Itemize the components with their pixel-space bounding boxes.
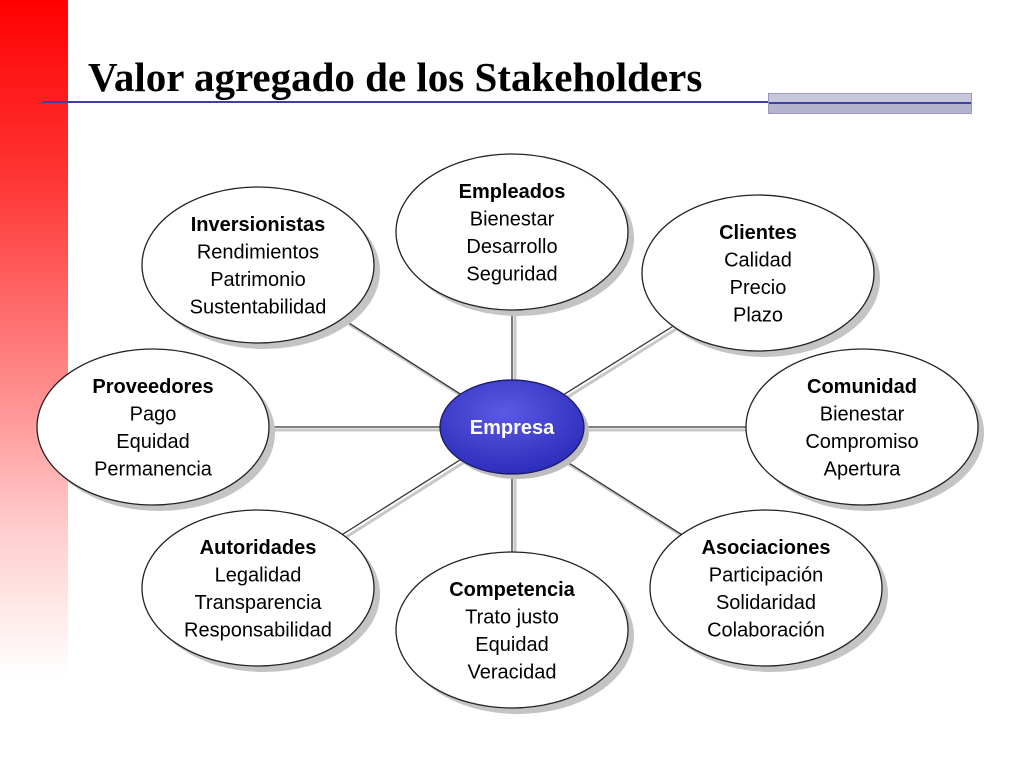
page-title: Valor agregado de los Stakeholders <box>88 54 703 100</box>
stakeholder-value: Precio <box>730 277 787 299</box>
stakeholder-value: Compromiso <box>805 431 918 453</box>
stakeholder-name: Autoridades <box>200 537 317 559</box>
stakeholder-value: Seguridad <box>466 263 557 285</box>
stakeholder-value: Calidad <box>724 249 792 271</box>
stakeholder-nodes: EmpleadosBienestarDesarrolloSeguridadInv… <box>36 153 984 714</box>
stakeholder-name: Comunidad <box>807 376 917 398</box>
stakeholder-value: Desarrollo <box>466 236 557 258</box>
stakeholder-value: Apertura <box>824 458 902 480</box>
stakeholder-name: Clientes <box>719 222 797 244</box>
stakeholder-value: Equidad <box>116 431 189 453</box>
stakeholder-value: Solidaridad <box>716 592 816 614</box>
node-inversionistas: InversionistasRendimientosPatrimonioSust… <box>141 186 380 349</box>
node-autoridades: AutoridadesLegalidadTransparenciaRespons… <box>141 509 380 672</box>
node-ellipse <box>36 348 270 506</box>
stakeholder-value: Equidad <box>475 634 548 656</box>
stakeholder-value: Bienestar <box>470 208 555 230</box>
stakeholder-value: Sustentabilidad <box>190 296 327 318</box>
stakeholder-value: Patrimonio <box>210 269 306 291</box>
stakeholder-value: Colaboración <box>707 619 825 641</box>
stakeholder-value: Plazo <box>733 304 783 326</box>
node-ellipse <box>395 153 629 311</box>
node-ellipse <box>745 348 979 506</box>
center-node: Empresa <box>439 379 589 479</box>
node-ellipse <box>649 509 883 667</box>
center-ellipse <box>439 379 585 475</box>
stakeholder-value: Legalidad <box>215 564 302 586</box>
stakeholder-name: Asociaciones <box>702 537 831 559</box>
stakeholder-name: Proveedores <box>92 376 213 398</box>
node-asociaciones: AsociacionesParticipaciónSolidaridadCola… <box>649 509 888 672</box>
title-decoration-bar <box>768 93 972 114</box>
stakeholder-name: Competencia <box>449 579 575 601</box>
stakeholder-value: Responsabilidad <box>184 619 332 641</box>
stakeholder-value: Bienestar <box>820 403 905 425</box>
stakeholder-value: Veracidad <box>468 661 557 683</box>
stakeholder-value: Permanencia <box>94 458 213 480</box>
stakeholder-value: Trato justo <box>465 606 559 628</box>
title-underline <box>42 101 768 103</box>
stakeholder-name: Empleados <box>459 181 566 203</box>
stakeholder-value: Participación <box>709 564 824 586</box>
node-ellipse <box>141 186 375 344</box>
center-label: Empresa <box>470 417 555 439</box>
stakeholder-value: Transparencia <box>194 592 322 614</box>
stakeholder-value: Pago <box>130 403 177 425</box>
stakeholder-name: Inversionistas <box>191 214 326 236</box>
node-ellipse <box>141 509 375 667</box>
node-ellipse <box>641 194 875 352</box>
node-ellipse <box>395 551 629 709</box>
stakeholder-value: Rendimientos <box>197 241 319 263</box>
